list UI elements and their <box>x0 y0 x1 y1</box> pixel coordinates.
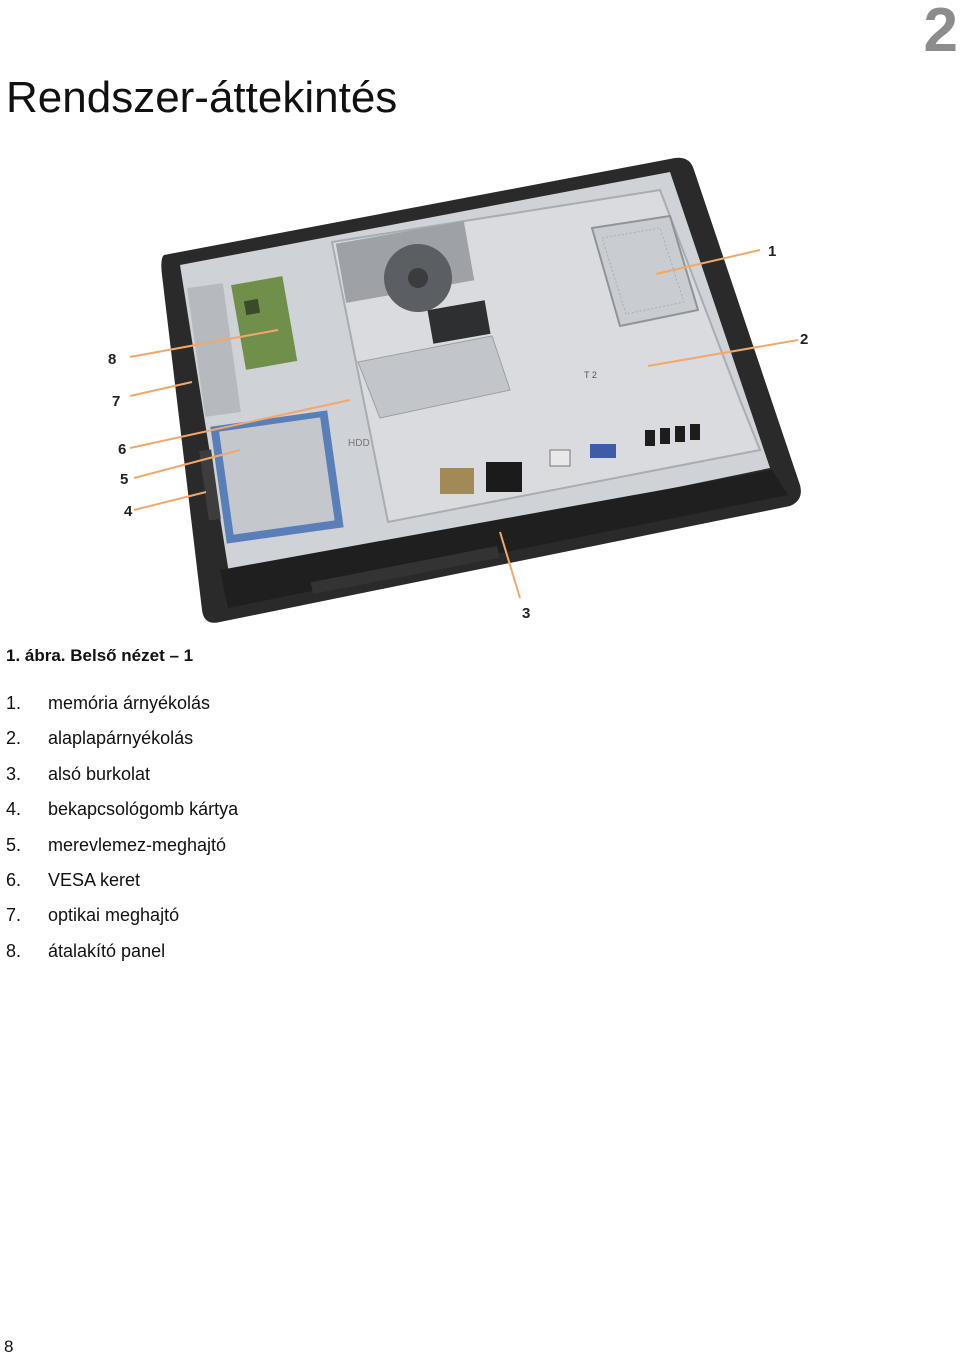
legend-item-label: átalakító panel <box>48 940 166 961</box>
legend-item-label: merevlemez-meghajtó <box>48 834 227 855</box>
callout-5: 5 <box>120 471 128 488</box>
callout-1: 1 <box>768 243 776 260</box>
legend-item: 8. átalakító panel <box>6 941 238 976</box>
legend-item-label: alsó burkolat <box>48 763 151 784</box>
vga-port <box>590 444 616 458</box>
callout-line-6 <box>129 399 351 449</box>
legend-item: 4. bekapcsológomb kártya <box>6 799 238 834</box>
callout-7: 7 <box>112 393 120 410</box>
fan-opening <box>427 300 491 344</box>
legend-item-number: 5. <box>6 834 22 855</box>
hdd-bay-label: HDD <box>348 438 370 449</box>
legend-item: 5. merevlemez-meghajtó <box>6 835 238 870</box>
page-number: 8 <box>4 1337 14 1356</box>
callout-2: 2 <box>800 331 808 348</box>
converter-board-chip <box>243 298 261 316</box>
legend-item-number: 1. <box>6 693 22 713</box>
legend-item-label: VESA keret <box>48 869 141 890</box>
callout-6: 6 <box>118 441 126 458</box>
usb-port-3 <box>675 426 685 442</box>
power-board <box>440 468 474 494</box>
hard-drive <box>219 417 335 535</box>
legend-item-label: bekapcsológomb kártya <box>48 799 239 820</box>
chapter-number: 2 <box>923 0 958 65</box>
legend-item-number: 6. <box>6 869 22 890</box>
power-button-board <box>199 449 221 521</box>
computer-interior-illustration: T 2 HDD 1 2 3 <box>108 157 808 623</box>
optical-drive <box>187 283 241 417</box>
page-title: Rendszer-áttekintés <box>6 73 398 122</box>
callout-4: 4 <box>124 503 133 520</box>
callout-line-7 <box>129 381 193 397</box>
legend-item: 3. alsó burkolat <box>6 764 238 799</box>
legend-item: 2. alaplapárnyékolás <box>6 728 238 763</box>
shield-emboss <box>357 335 511 419</box>
legend-item-number: 3. <box>6 763 22 784</box>
legend-item-number: 8. <box>6 940 22 961</box>
legend-item: 6. VESA keret <box>6 870 238 905</box>
callout-3: 3 <box>522 605 530 622</box>
bottom-cover-vent <box>310 546 500 595</box>
callout-line-3 <box>499 531 521 599</box>
power-connector <box>486 462 522 492</box>
legend-item: 7. optikai meghajtó <box>6 905 238 940</box>
usb-port-4 <box>690 424 700 440</box>
legend-item-label: optikai meghajtó <box>48 905 180 926</box>
component-legend: 1. memória árnyékolás 2. alaplapárnyékolás… <box>6 693 238 976</box>
usb-port-1 <box>645 430 655 446</box>
converter-board <box>231 276 298 370</box>
figure-caption: 1. ábra. Belső nézet – 1 <box>6 646 194 665</box>
callout-8: 8 <box>108 351 116 368</box>
fan-hub <box>408 268 428 288</box>
legend-item-number: 4. <box>6 799 22 820</box>
callout-lines <box>129 249 799 599</box>
legend-item: 1. memória árnyékolás <box>6 693 238 728</box>
figure-internal-view: T 2 HDD 1 2 3 <box>100 150 820 630</box>
callout-line-1 <box>655 249 761 275</box>
port-label: T 2 <box>584 370 597 380</box>
legend-item-number: 2. <box>6 728 22 749</box>
callout-line-4 <box>133 491 207 511</box>
memory-shield <box>590 214 700 328</box>
legend-item-label: alaplapárnyékolás <box>48 728 194 749</box>
ethernet-port <box>549 449 571 467</box>
legend-item-number: 7. <box>6 905 22 926</box>
callout-line-5 <box>133 449 241 479</box>
callout-line-8 <box>129 329 279 358</box>
memory-shield-vent <box>601 227 685 315</box>
legend-item-label: memória árnyékolás <box>48 693 211 713</box>
usb-port-2 <box>660 428 670 444</box>
callout-line-2 <box>647 339 799 367</box>
